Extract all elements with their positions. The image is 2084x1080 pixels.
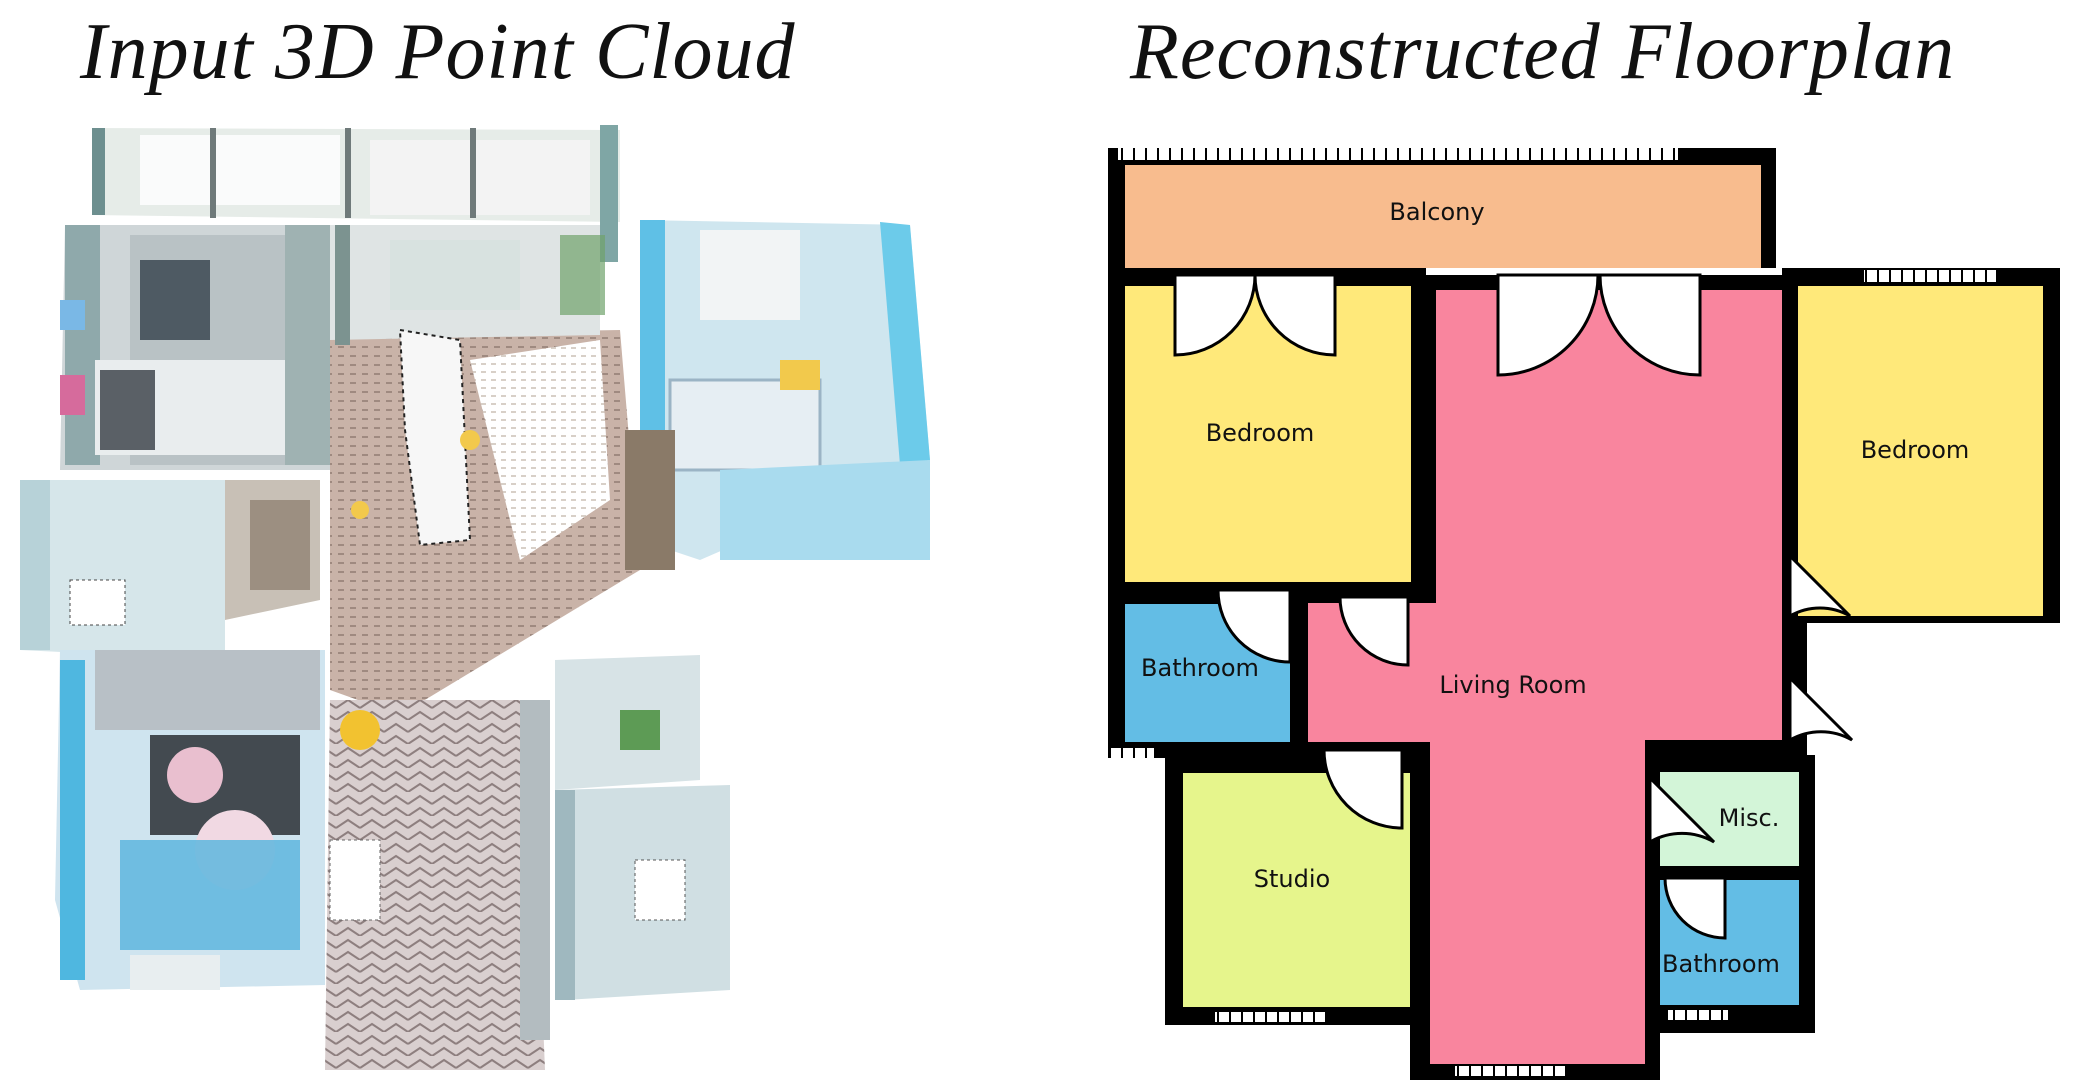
door-swing	[1598, 273, 1702, 377]
door-swing	[1788, 674, 1854, 743]
door-swing	[1322, 748, 1404, 830]
furniture	[130, 955, 220, 990]
door-swing	[1788, 552, 1852, 619]
label-misc: Misc.	[1719, 804, 1780, 832]
corridor	[325, 700, 545, 1070]
label-studio: Studio	[1254, 865, 1330, 893]
window	[1110, 748, 1154, 758]
wall	[20, 480, 50, 650]
desk	[780, 360, 820, 390]
window	[1864, 270, 1996, 282]
window-frame	[345, 128, 351, 218]
window-frame	[470, 128, 476, 218]
bathroom	[20, 480, 225, 660]
wall	[65, 225, 100, 465]
window-pane	[700, 230, 800, 320]
plant	[620, 710, 660, 750]
wall	[520, 700, 550, 1040]
window-pane	[140, 135, 340, 205]
sink	[69, 579, 126, 626]
label-balcony: Balcony	[1389, 198, 1484, 226]
bed	[668, 378, 822, 472]
art-frame	[60, 300, 85, 330]
point-cloud-render	[20, 125, 930, 1070]
room-bedroom-left	[1125, 286, 1411, 582]
door-swing	[1648, 774, 1716, 845]
wall	[555, 790, 575, 1000]
bed-dark	[100, 370, 155, 450]
wall-blue	[60, 660, 85, 980]
door-frame	[625, 430, 675, 570]
door-swing	[1338, 595, 1410, 667]
label-bedroom-right: Bedroom	[1861, 436, 1970, 464]
wall-edge	[600, 125, 618, 262]
floorplan: Balcony Bedroom Bedroom Living Room Bath…	[1108, 148, 2060, 1080]
art-frame	[60, 375, 85, 415]
wall	[95, 650, 320, 730]
label-living-room: Living Room	[1439, 671, 1586, 699]
curtain	[390, 240, 520, 310]
label-bedroom-left: Bedroom	[1206, 419, 1315, 447]
doors	[1173, 273, 1854, 940]
window-pane	[370, 140, 590, 215]
point-cloud-title: Input 3D Point Cloud	[80, 8, 796, 96]
sofa	[398, 328, 472, 547]
decor	[460, 430, 480, 450]
room-bedroom-right	[1798, 286, 2043, 616]
wall-edge	[335, 225, 350, 345]
plant	[560, 235, 605, 315]
wall-blue	[720, 460, 930, 560]
door-swing	[1253, 273, 1337, 357]
window	[1455, 1066, 1565, 1076]
rug	[470, 340, 610, 560]
cabinet	[329, 839, 381, 921]
door-swing	[1496, 273, 1600, 377]
door-swing	[1663, 876, 1727, 940]
window-dark	[140, 260, 210, 340]
decor	[340, 710, 380, 750]
decor	[351, 501, 369, 519]
door-swing	[1173, 273, 1257, 357]
wall-edge	[92, 128, 105, 215]
wall-blue	[880, 222, 930, 465]
floorplan-title: Reconstructed Floorplan	[1130, 8, 1956, 96]
partition	[285, 225, 330, 465]
window	[1215, 1012, 1325, 1022]
label-bathroom-left: Bathroom	[1141, 654, 1259, 682]
door	[250, 500, 310, 590]
room-living-room	[1308, 290, 1782, 1064]
room-balcony	[1125, 165, 1761, 268]
window	[1668, 1010, 1728, 1020]
label-bathroom-right: Bathroom	[1662, 950, 1780, 978]
door-swing	[1216, 588, 1292, 664]
toilet	[634, 859, 686, 921]
decor	[167, 747, 223, 803]
window	[1118, 148, 1678, 160]
rug	[120, 840, 300, 950]
window-frame	[210, 128, 216, 218]
